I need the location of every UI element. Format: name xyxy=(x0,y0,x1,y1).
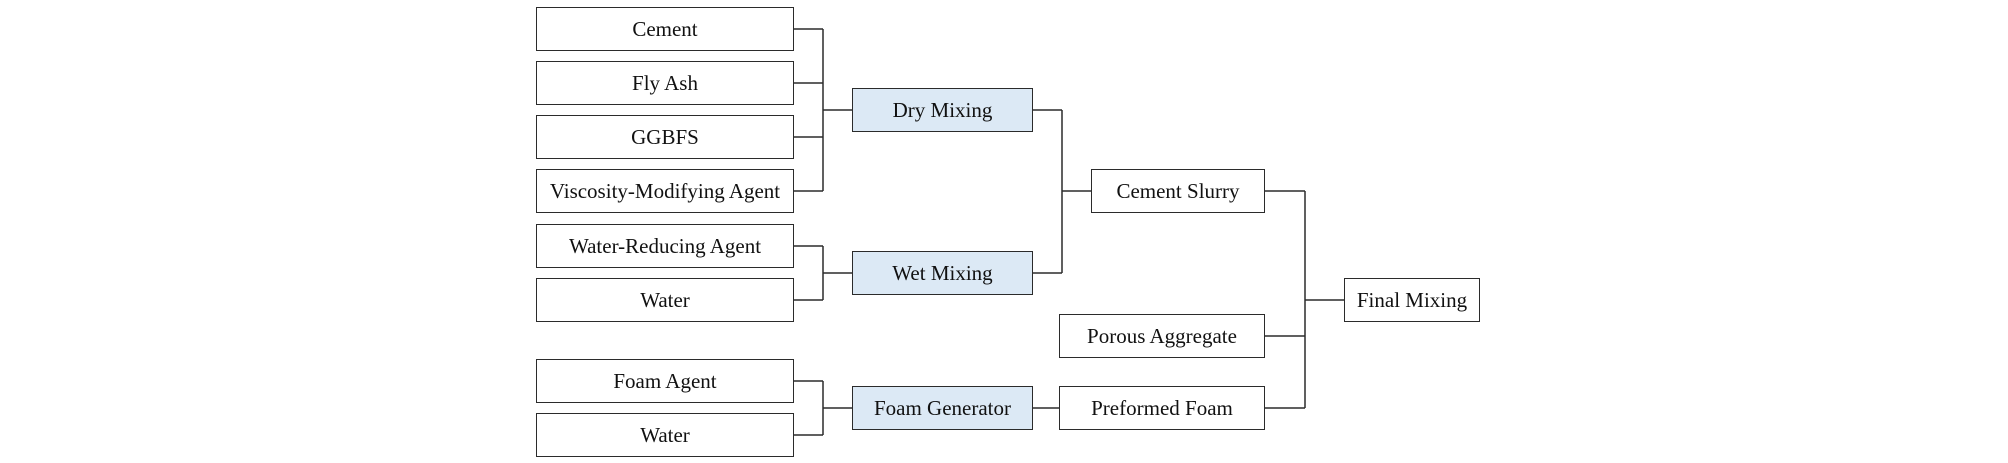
node-viscosity-modifying-agent: Viscosity-Modifying Agent xyxy=(536,169,794,213)
node-wet-mixing: Wet Mixing xyxy=(852,251,1033,295)
node-dry-mixing: Dry Mixing xyxy=(852,88,1033,132)
node-fly-ash: Fly Ash xyxy=(536,61,794,105)
node-water-wet: Water xyxy=(536,278,794,322)
node-water-reducing-agent: Water-Reducing Agent xyxy=(536,224,794,268)
node-water-foam: Water xyxy=(536,413,794,457)
node-ggbfs: GGBFS xyxy=(536,115,794,159)
node-foam-agent: Foam Agent xyxy=(536,359,794,403)
node-porous-aggregate: Porous Aggregate xyxy=(1059,314,1265,358)
node-foam-generator: Foam Generator xyxy=(852,386,1033,430)
node-cement-slurry: Cement Slurry xyxy=(1091,169,1265,213)
node-preformed-foam: Preformed Foam xyxy=(1059,386,1265,430)
node-final-mixing: Final Mixing xyxy=(1344,278,1480,322)
node-cement: Cement xyxy=(536,7,794,51)
